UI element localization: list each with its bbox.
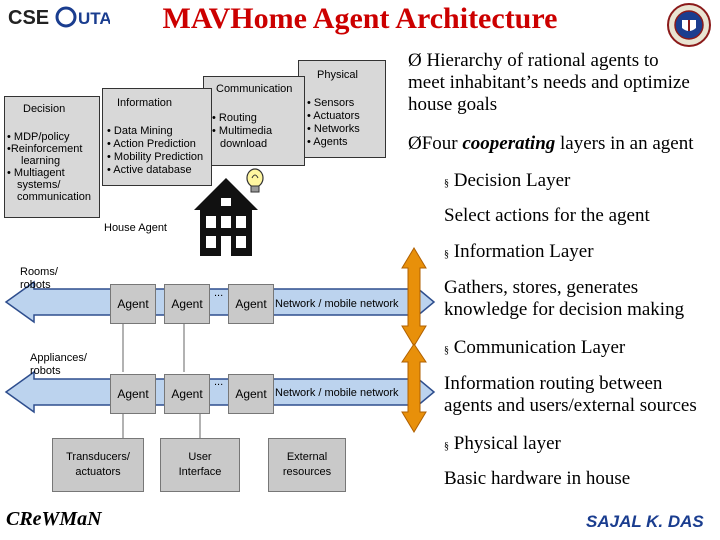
network-label: Network / mobile network: [275, 387, 399, 399]
text-line: Hierarchy of rational agents to: [426, 50, 659, 71]
list-item: • Active database: [107, 164, 192, 176]
list-item: • Multiagent: [7, 167, 65, 179]
box-line: External: [286, 451, 328, 463]
lightbulb-icon: [240, 166, 270, 196]
arrow-bullet-icon: Ø: [408, 50, 422, 71]
row-label-line: Appliances/: [30, 352, 87, 364]
square-bullet-icon: §: [444, 249, 449, 260]
university-seal-icon: [664, 2, 714, 48]
agent-box: Agent: [110, 374, 156, 414]
layer-physical-heading: § Physical layer: [444, 433, 561, 458]
communication-layer-title: Communication: [216, 83, 293, 95]
page-title: MAVHome Agent Architecture: [162, 2, 558, 35]
emphasis-text: cooperating: [462, 133, 556, 154]
decision-layer-list: • MDP/policy •Reinforcement learning • M…: [7, 131, 91, 203]
text-line: Basic hardware in house: [444, 468, 631, 489]
logo-text: CSE: [8, 7, 49, 29]
decision-layer-box: Decision • MDP/policy •Reinforcement lea…: [4, 96, 100, 218]
communication-layer-box: Communication • Routing • Multimedia dow…: [203, 76, 305, 166]
layer-information-desc: Gathers, stores, generates knowledge for…: [444, 277, 684, 321]
box-line: Interface: [178, 466, 222, 478]
rooms-robots-label: Rooms/ robots: [20, 266, 58, 292]
cse-uta-logo: CSE UTA: [6, 4, 112, 30]
list-item: • Routing: [212, 112, 257, 124]
ellipsis: ...: [214, 287, 224, 299]
text-line: Gathers, stores, generates: [444, 277, 639, 298]
list-item: communication: [17, 191, 91, 203]
list-item: • MDP/policy: [7, 131, 70, 143]
layer-name: Information Layer: [453, 241, 594, 262]
box-line: Transducers/: [66, 451, 130, 463]
layer-double-arrows: [401, 247, 427, 433]
list-item: •Reinforcement: [7, 143, 83, 155]
text-line: meet inhabitant’s needs and optimize: [408, 72, 690, 93]
box-line: actuators: [75, 466, 121, 478]
layer-information-heading: § Information Layer: [444, 241, 594, 266]
layer-decision-heading: § Decision Layer: [444, 170, 570, 195]
list-item: • Networks: [307, 123, 360, 135]
layer-communication-desc: Information routing between agents and u…: [444, 373, 697, 417]
list-item: • Data Mining: [107, 125, 173, 137]
agent-box: Agent: [228, 284, 274, 324]
layer-name: Physical layer: [453, 433, 561, 454]
row-label-line: robots: [30, 365, 61, 377]
square-bullet-icon: §: [444, 345, 449, 356]
transducers-box: Transducers/actuators: [52, 438, 144, 492]
row-label-line: robots: [20, 279, 51, 291]
footer-left: CReWMaN: [6, 508, 102, 530]
physical-layer-list: • Sensors • Actuators • Networks • Agent…: [307, 97, 360, 149]
agent-box: Agent: [228, 374, 274, 414]
four-layers-heading: ØFour cooperating layers in an agent: [408, 133, 718, 155]
information-layer-box: Information • Data Mining • Action Predi…: [102, 88, 212, 186]
text-prefix: ØFour: [408, 133, 463, 154]
text-line: house goals: [408, 94, 498, 115]
list-item: • Multimedia: [212, 125, 273, 137]
text-line: knowledge for decision making: [444, 299, 685, 320]
footer-right: SAJAL K. DAS: [586, 512, 704, 531]
physical-layer-box: Physical • Sensors • Actuators • Network…: [298, 60, 386, 158]
layer-name: Decision Layer: [453, 170, 571, 191]
square-bullet-icon: §: [444, 441, 449, 452]
list-item: systems/: [17, 179, 61, 191]
information-layer-title: Information: [117, 97, 173, 109]
list-item: learning: [21, 155, 61, 167]
appliances-robots-label: Appliances/ robots: [30, 352, 87, 378]
row-label-line: Rooms/: [20, 266, 58, 278]
agent-box: Agent: [164, 374, 210, 414]
physical-layer-title: Physical: [317, 69, 358, 81]
agent-box: Agent: [110, 284, 156, 324]
intro-text: Ø Hierarchy of rational agents to meet i…: [408, 50, 718, 116]
ellipsis: ...: [214, 376, 224, 388]
layer-physical-desc: Basic hardware in house: [444, 468, 630, 490]
list-item: download: [220, 138, 268, 150]
text-suffix: layers in an agent: [555, 133, 694, 154]
box-line: resources: [282, 466, 332, 478]
list-item: • Sensors: [307, 97, 355, 109]
network-label: Network / mobile network: [275, 298, 399, 310]
layer-communication-heading: § Communication Layer: [444, 337, 625, 362]
layer-decision-desc: Select actions for the agent: [444, 205, 650, 227]
text-line: agents and users/external sources: [444, 395, 697, 416]
agent-box: Agent: [164, 284, 210, 324]
box-line: User: [188, 451, 212, 463]
square-bullet-icon: §: [444, 178, 449, 189]
list-item: • Agents: [307, 136, 348, 148]
text-line: Information routing between: [444, 373, 663, 394]
list-item: • Actuators: [307, 110, 360, 122]
text-line: Select actions for the agent: [444, 205, 650, 226]
logo-suffix: UTA: [78, 9, 110, 28]
communication-layer-list: • Routing • Multimedia download: [212, 112, 272, 151]
list-item: • Mobility Prediction: [107, 151, 204, 163]
house-agent-label: House Agent: [104, 222, 167, 234]
information-layer-list: • Data Mining • Action Prediction • Mobi…: [107, 125, 203, 177]
house-icon: [190, 174, 262, 258]
external-resources-box: External resources: [268, 438, 346, 492]
decision-layer-title: Decision: [23, 103, 66, 115]
layer-name: Communication Layer: [453, 337, 626, 358]
list-item: • Action Prediction: [107, 138, 196, 150]
